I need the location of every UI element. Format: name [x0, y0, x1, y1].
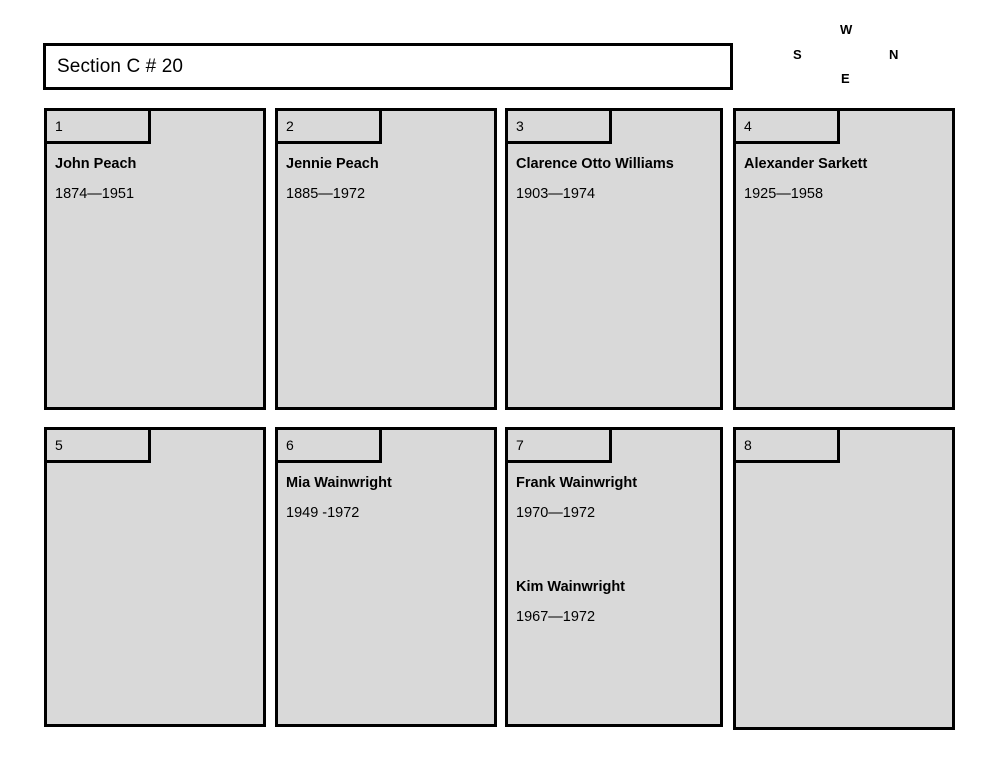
section-title-text: Section C # 20 [57, 56, 184, 77]
plot-number-label: 1 [55, 118, 63, 134]
plot-number-label: 8 [744, 437, 752, 453]
plot-number-tab-4: 4 [733, 108, 840, 144]
plot-number-label: 3 [516, 118, 524, 134]
plot-5[interactable]: 5 [44, 427, 266, 727]
compass-direction-left: S [793, 47, 802, 62]
plot-number-label: 6 [286, 437, 294, 453]
plot-body-6: Mia Wainwright 1949 -1972 [278, 466, 494, 522]
burial-record: Clarence Otto Williams 1903—1974 [516, 156, 720, 203]
burial-record: Jennie Peach 1885—1972 [286, 156, 494, 203]
burial-record: Frank Wainwright 1970—1972 [516, 475, 720, 522]
burial-dates: 1925—1958 [744, 185, 824, 202]
plot-body-5 [47, 466, 263, 476]
plot-body-1: John Peach 1874—1951 [47, 147, 263, 203]
burial-dates: 1949 -1972 [286, 504, 360, 521]
burial-record: John Peach 1874—1951 [55, 156, 263, 203]
plot-8[interactable]: 8 [733, 427, 955, 730]
section-title-box: Section C # 20 [43, 43, 733, 90]
burial-dates: 1903—1974 [516, 185, 596, 202]
burial-name: John Peach [55, 156, 137, 172]
compass-direction-top: W [840, 22, 853, 37]
plot-number-tab-5: 5 [44, 427, 151, 463]
burial-record: Kim Wainwright 1967—1972 [516, 578, 720, 626]
compass-direction-right: N [889, 47, 899, 62]
plot-body-2: Jennie Peach 1885—1972 [278, 147, 494, 203]
plot-number-tab-1: 1 [44, 108, 151, 144]
burial-record: Alexander Sarkett 1925—1958 [744, 156, 952, 203]
plot-number-tab-7: 7 [505, 427, 612, 463]
burial-name: Kim Wainwright [516, 578, 626, 595]
plot-number-tab-6: 6 [275, 427, 382, 463]
plot-number-tab-3: 3 [505, 108, 612, 144]
burial-dates: 1874—1951 [55, 185, 135, 202]
burial-dates: 1967—1972 [516, 608, 596, 625]
compass-direction-bottom: E [841, 71, 850, 86]
burial-separator [516, 540, 720, 580]
burial-dates: 1885—1972 [286, 185, 366, 202]
plot-body-3: Clarence Otto Williams 1903—1974 [508, 147, 720, 203]
plot-number-tab-2: 2 [275, 108, 382, 144]
plot-number-tab-8: 8 [733, 427, 840, 463]
burial-dates: 1970—1972 [516, 504, 596, 521]
plot-number-label: 5 [55, 437, 63, 453]
burial-name: Frank Wainwright [516, 475, 638, 491]
plot-number-label: 7 [516, 437, 524, 453]
plot-body-8 [736, 466, 952, 476]
compass-rose: W S N E [780, 18, 910, 90]
burial-name: Jennie Peach [286, 156, 379, 172]
burial-record: Mia Wainwright 1949 -1972 [286, 475, 494, 522]
plot-body-4: Alexander Sarkett 1925—1958 [736, 147, 952, 203]
burial-name: Clarence Otto Williams [516, 156, 674, 172]
plot-number-label: 4 [744, 118, 752, 134]
plot-number-label: 2 [286, 118, 294, 134]
burial-name: Alexander Sarkett [744, 156, 868, 172]
burial-name: Mia Wainwright [286, 475, 392, 491]
